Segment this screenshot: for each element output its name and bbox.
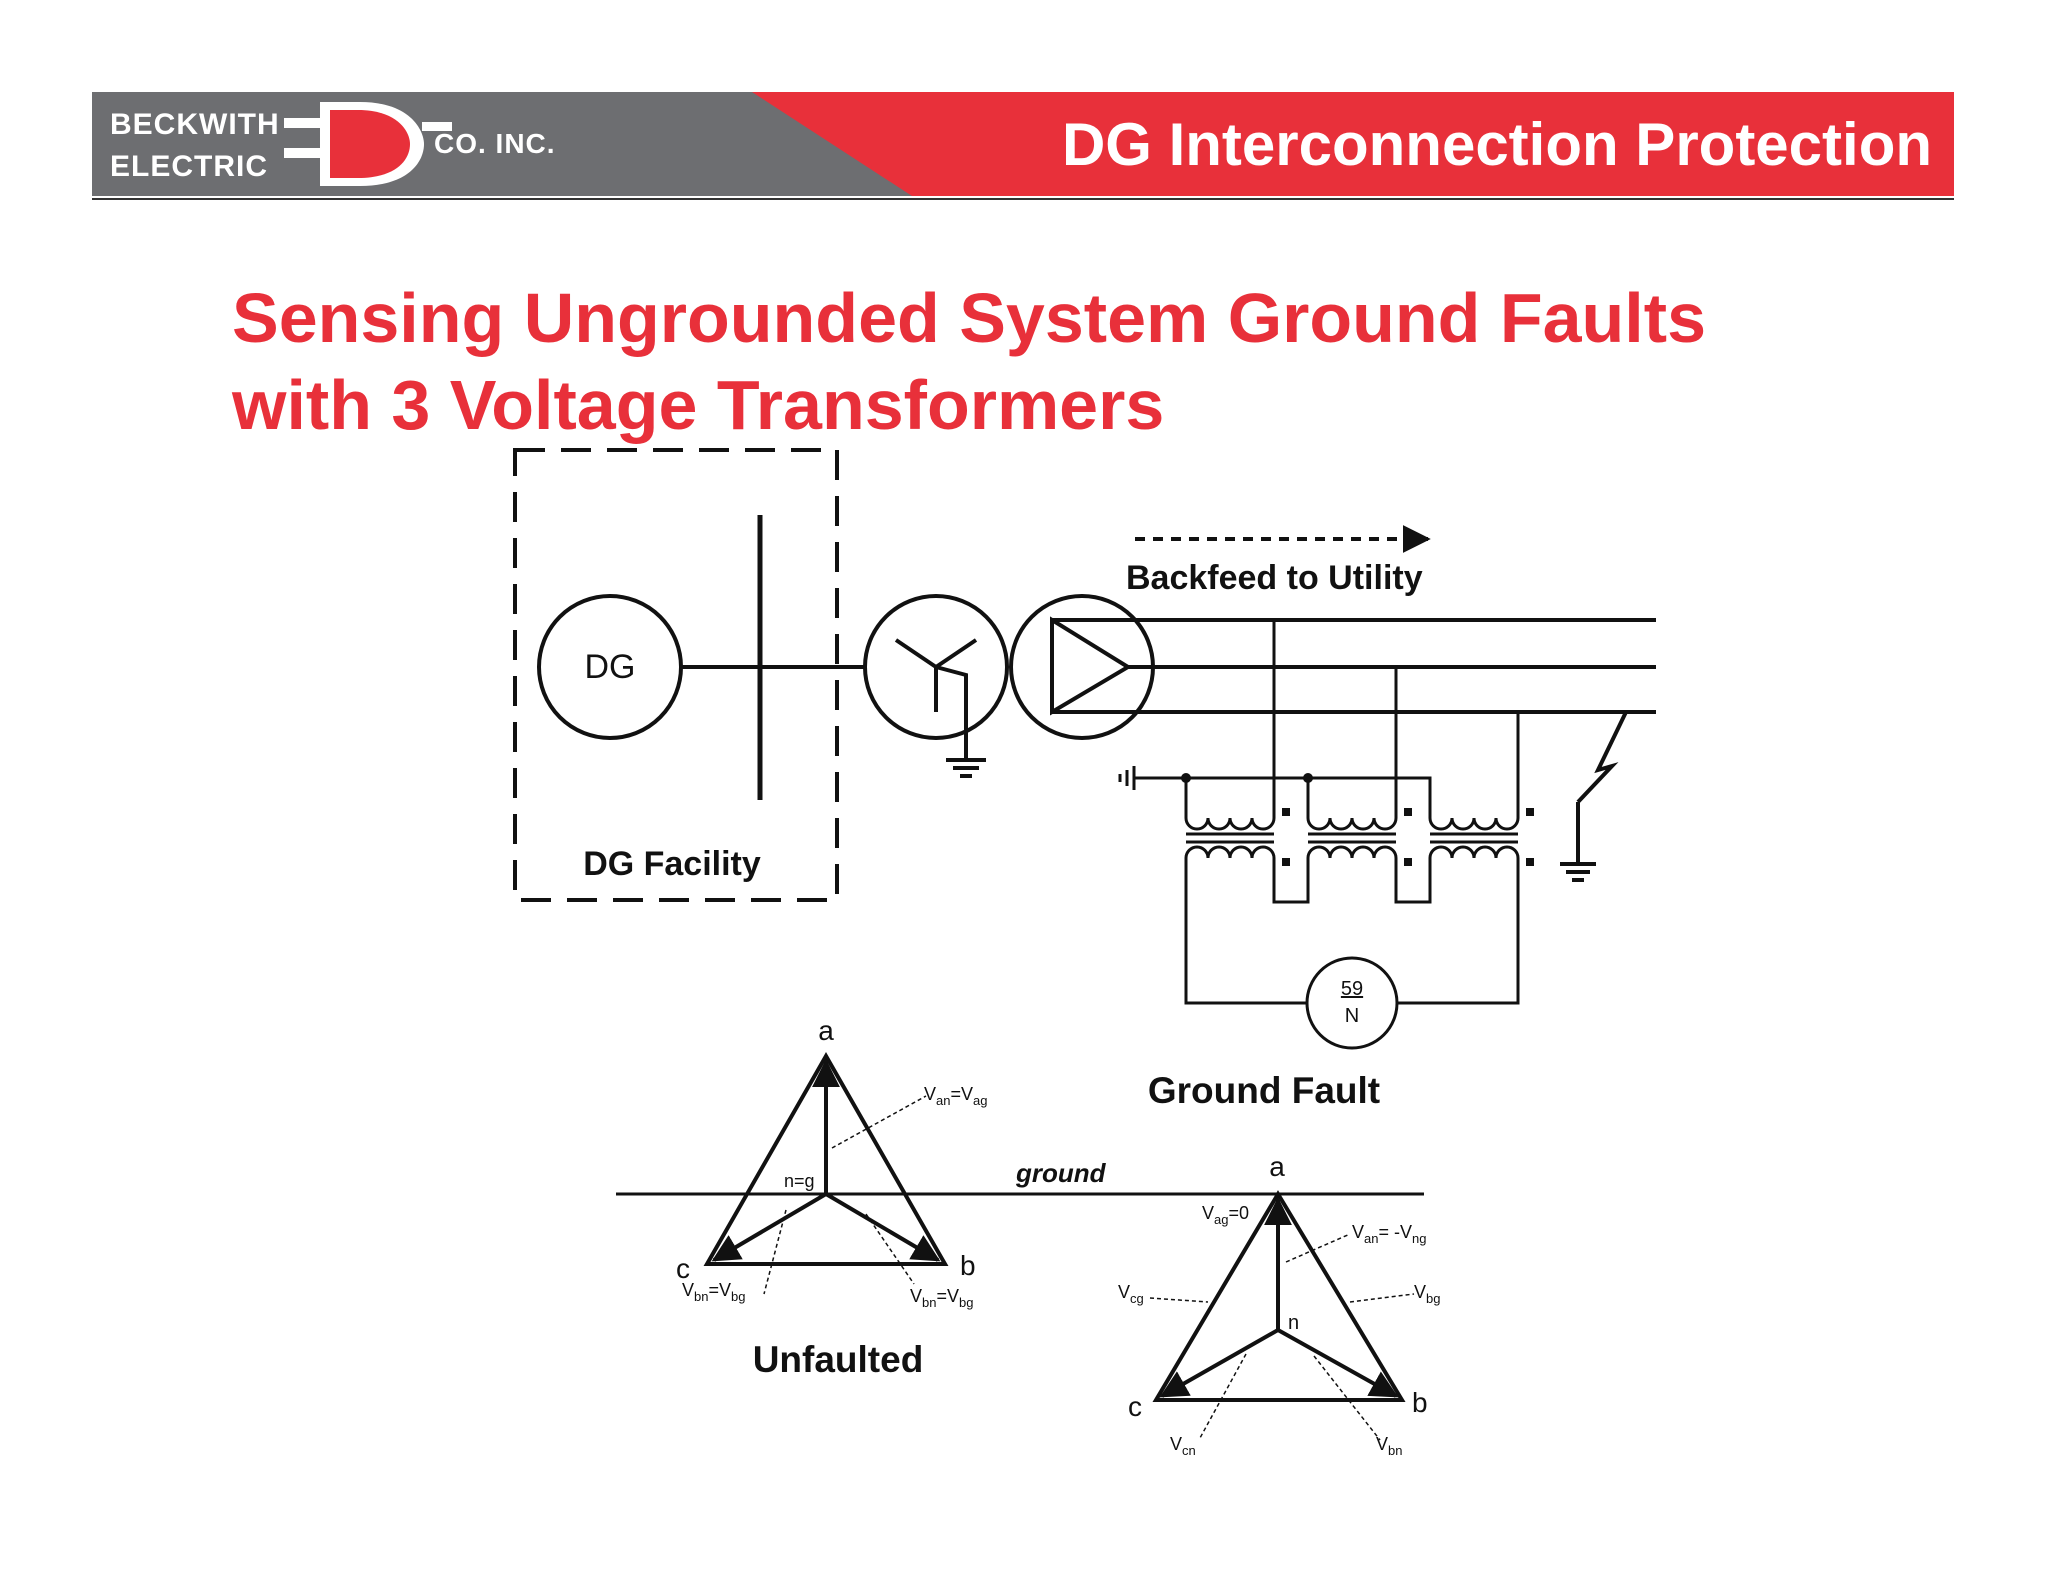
vt-polarity-dot: [1404, 858, 1412, 866]
header-title: DG Interconnection Protection: [1061, 111, 1932, 178]
delta-symbol-icon: [1050, 616, 1132, 716]
wye-symbol-icon: [894, 638, 978, 745]
vt-primary-taps: [1134, 620, 1520, 818]
header-background: [92, 92, 1954, 196]
header-bar: BECKWITH ELECTRIC CO. INC. DG Interconne…: [92, 92, 1954, 196]
fault-triangle: [1152, 1190, 1406, 1402]
fault-van-label: Van= -Vng: [1352, 1222, 1426, 1246]
logo-d-icon: [284, 102, 452, 186]
leader-line: [1285, 1233, 1351, 1263]
slide-title: Sensing Ungrounded System Ground Faults …: [232, 275, 1706, 449]
unfaulted-triangle: [703, 1051, 949, 1266]
leader-line: [831, 1095, 927, 1149]
leader-line: [1199, 1353, 1247, 1439]
vt-neutral-ground-icon: [1118, 766, 1136, 790]
slide-title-line2: with 3 Voltage Transformers: [232, 366, 1165, 444]
fault-vbn-vector: [1277, 1328, 1399, 1398]
neutral-node: [1181, 773, 1191, 783]
vt-secondary-coil: [1306, 845, 1398, 859]
backfeed-label: Backfeed to Utility: [1126, 559, 1423, 597]
vt-polarity-dot: [1404, 808, 1412, 816]
fault-vbg-label: Vbg: [1414, 1282, 1440, 1306]
vt-polarity-dot: [1282, 808, 1290, 816]
leader-line: [1313, 1355, 1381, 1441]
vt-primary-coil: [1306, 817, 1398, 831]
vt-primary-coil: [1184, 817, 1276, 831]
fault-neutral-label: n: [1288, 1312, 1299, 1334]
vt-secondary-coil: [1184, 845, 1276, 859]
fault-phasor-diagram: a b c n Vag=0 Van= -Vng Vcg Vbg Vcn Vbn: [1118, 1151, 1440, 1458]
three-phase-lines: [1052, 618, 1656, 714]
unfaulted-vcn-vector: [711, 1192, 828, 1262]
relay-suffix: N: [1345, 1005, 1359, 1027]
unfaulted-vbn-vector: [824, 1192, 941, 1262]
leader-line: [1149, 1297, 1209, 1303]
leader-line: [763, 1209, 787, 1295]
unfaulted-neutral-label: n=g: [784, 1171, 815, 1191]
logo-text-co: CO. INC.: [434, 128, 556, 159]
unfaulted-phase-c: c: [676, 1253, 690, 1284]
relay-number: 59: [1341, 978, 1363, 1000]
vt-polarity-dot: [1526, 808, 1534, 816]
relay-59n: [1305, 956, 1399, 1050]
leader-line: [1349, 1293, 1415, 1303]
vt-polarity-dot: [1526, 858, 1534, 866]
logo-text-beckwith: BECKWITH: [110, 108, 280, 141]
neutral-node: [1303, 773, 1313, 783]
header-rule: [92, 198, 1954, 200]
fault-vbn-label: Vbn: [1376, 1434, 1402, 1458]
ground-fault-label: Ground Fault: [1148, 1070, 1380, 1111]
dg-label: DG: [585, 648, 636, 686]
logo-text-electric: ELECTRIC: [110, 150, 268, 183]
slide-title-line1: Sensing Ungrounded System Ground Faults: [232, 279, 1706, 357]
unfaulted-phase-a: a: [818, 1015, 834, 1046]
unfaulted-label: Unfaulted: [753, 1339, 924, 1380]
fault-vcg-label: Vcg: [1118, 1282, 1144, 1306]
fault-lightning-icon: [1560, 711, 1628, 882]
wye-ground-icon: [946, 745, 986, 778]
unfaulted-van-label: Van=Vag: [924, 1084, 987, 1108]
vt-primary-coil: [1428, 817, 1520, 831]
fault-phase-c: c: [1128, 1391, 1142, 1422]
fault-phase-b: b: [1412, 1387, 1428, 1418]
unfaulted-phase-b: b: [960, 1250, 976, 1281]
voltage-transformers: [1184, 808, 1534, 866]
unfaulted-vbn-right-label: Vbn=Vbg: [910, 1286, 973, 1310]
ground-label: ground: [1015, 1158, 1107, 1188]
broken-delta-secondary: [1184, 858, 1520, 1005]
leader-line: [865, 1213, 915, 1285]
vt-polarity-dot: [1282, 858, 1290, 866]
transformer-wye-winding: [863, 594, 1009, 740]
fault-phase-a: a: [1269, 1151, 1285, 1182]
vt-secondary-coil: [1428, 845, 1520, 859]
unfaulted-vbn-left-label: Vbn=Vbg: [682, 1280, 745, 1304]
unfaulted-phasor-diagram: a b c n=g Van=Vag Vbn=Vbg Vbn=Vbg Unfaul…: [676, 1015, 987, 1380]
fault-vcn-label: Vcn: [1170, 1434, 1196, 1458]
dg-facility-label: DG Facility: [583, 845, 761, 883]
dg-facility-box: [513, 448, 839, 902]
fault-vag-label: Vag=0: [1202, 1203, 1249, 1227]
fault-vcn-vector: [1159, 1328, 1279, 1398]
